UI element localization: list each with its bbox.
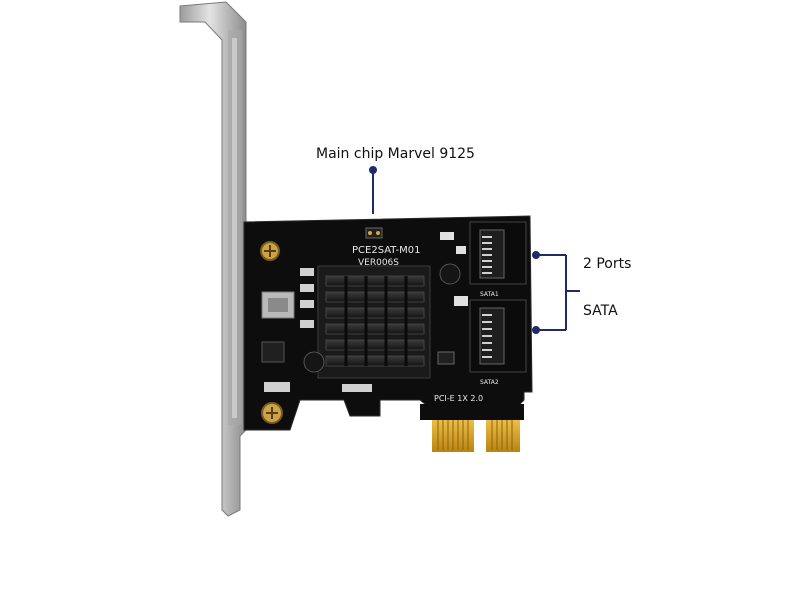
board-model-text: PCE2SAT-M01 <box>352 245 420 256</box>
board-version-text: VER006S <box>358 258 399 268</box>
mounting-screw-bottom <box>261 402 283 424</box>
main-chip-label: Main chip Marvel 9125 <box>316 146 475 162</box>
slot-spec-text: PCI-E 1X 2.0 <box>434 394 483 403</box>
pcie-gold-fingers <box>420 404 524 452</box>
metal-bracket <box>179 1 247 517</box>
heatsink <box>317 265 431 379</box>
main-chip-pointer <box>369 166 377 214</box>
mounting-screw-top <box>260 241 280 261</box>
sata2-text: SATA2 <box>480 379 499 386</box>
sata-connector-2 <box>469 299 527 373</box>
interface-label: SATA <box>583 303 618 319</box>
ports-bracket <box>532 251 580 334</box>
ports-label: 2 Ports <box>583 256 632 272</box>
sata-connector-1 <box>469 221 527 285</box>
sata1-text: SATA1 <box>480 291 499 298</box>
smd-components <box>261 227 468 392</box>
